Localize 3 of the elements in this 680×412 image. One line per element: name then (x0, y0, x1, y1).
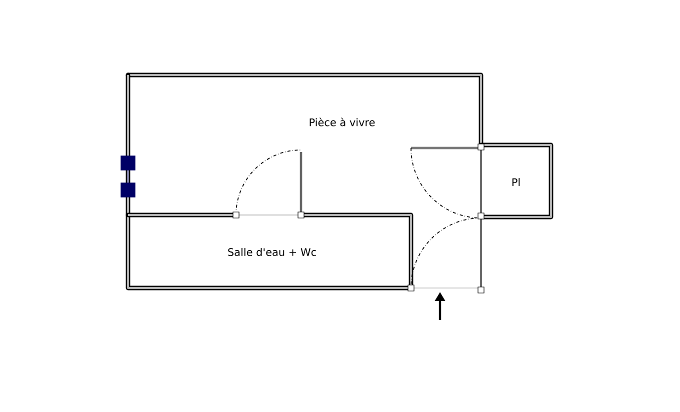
room-label: Pièce à vivre (310, 118, 375, 126)
room-label: Pl (512, 178, 520, 186)
room-label: Salle d'eau + Wc (228, 248, 316, 256)
